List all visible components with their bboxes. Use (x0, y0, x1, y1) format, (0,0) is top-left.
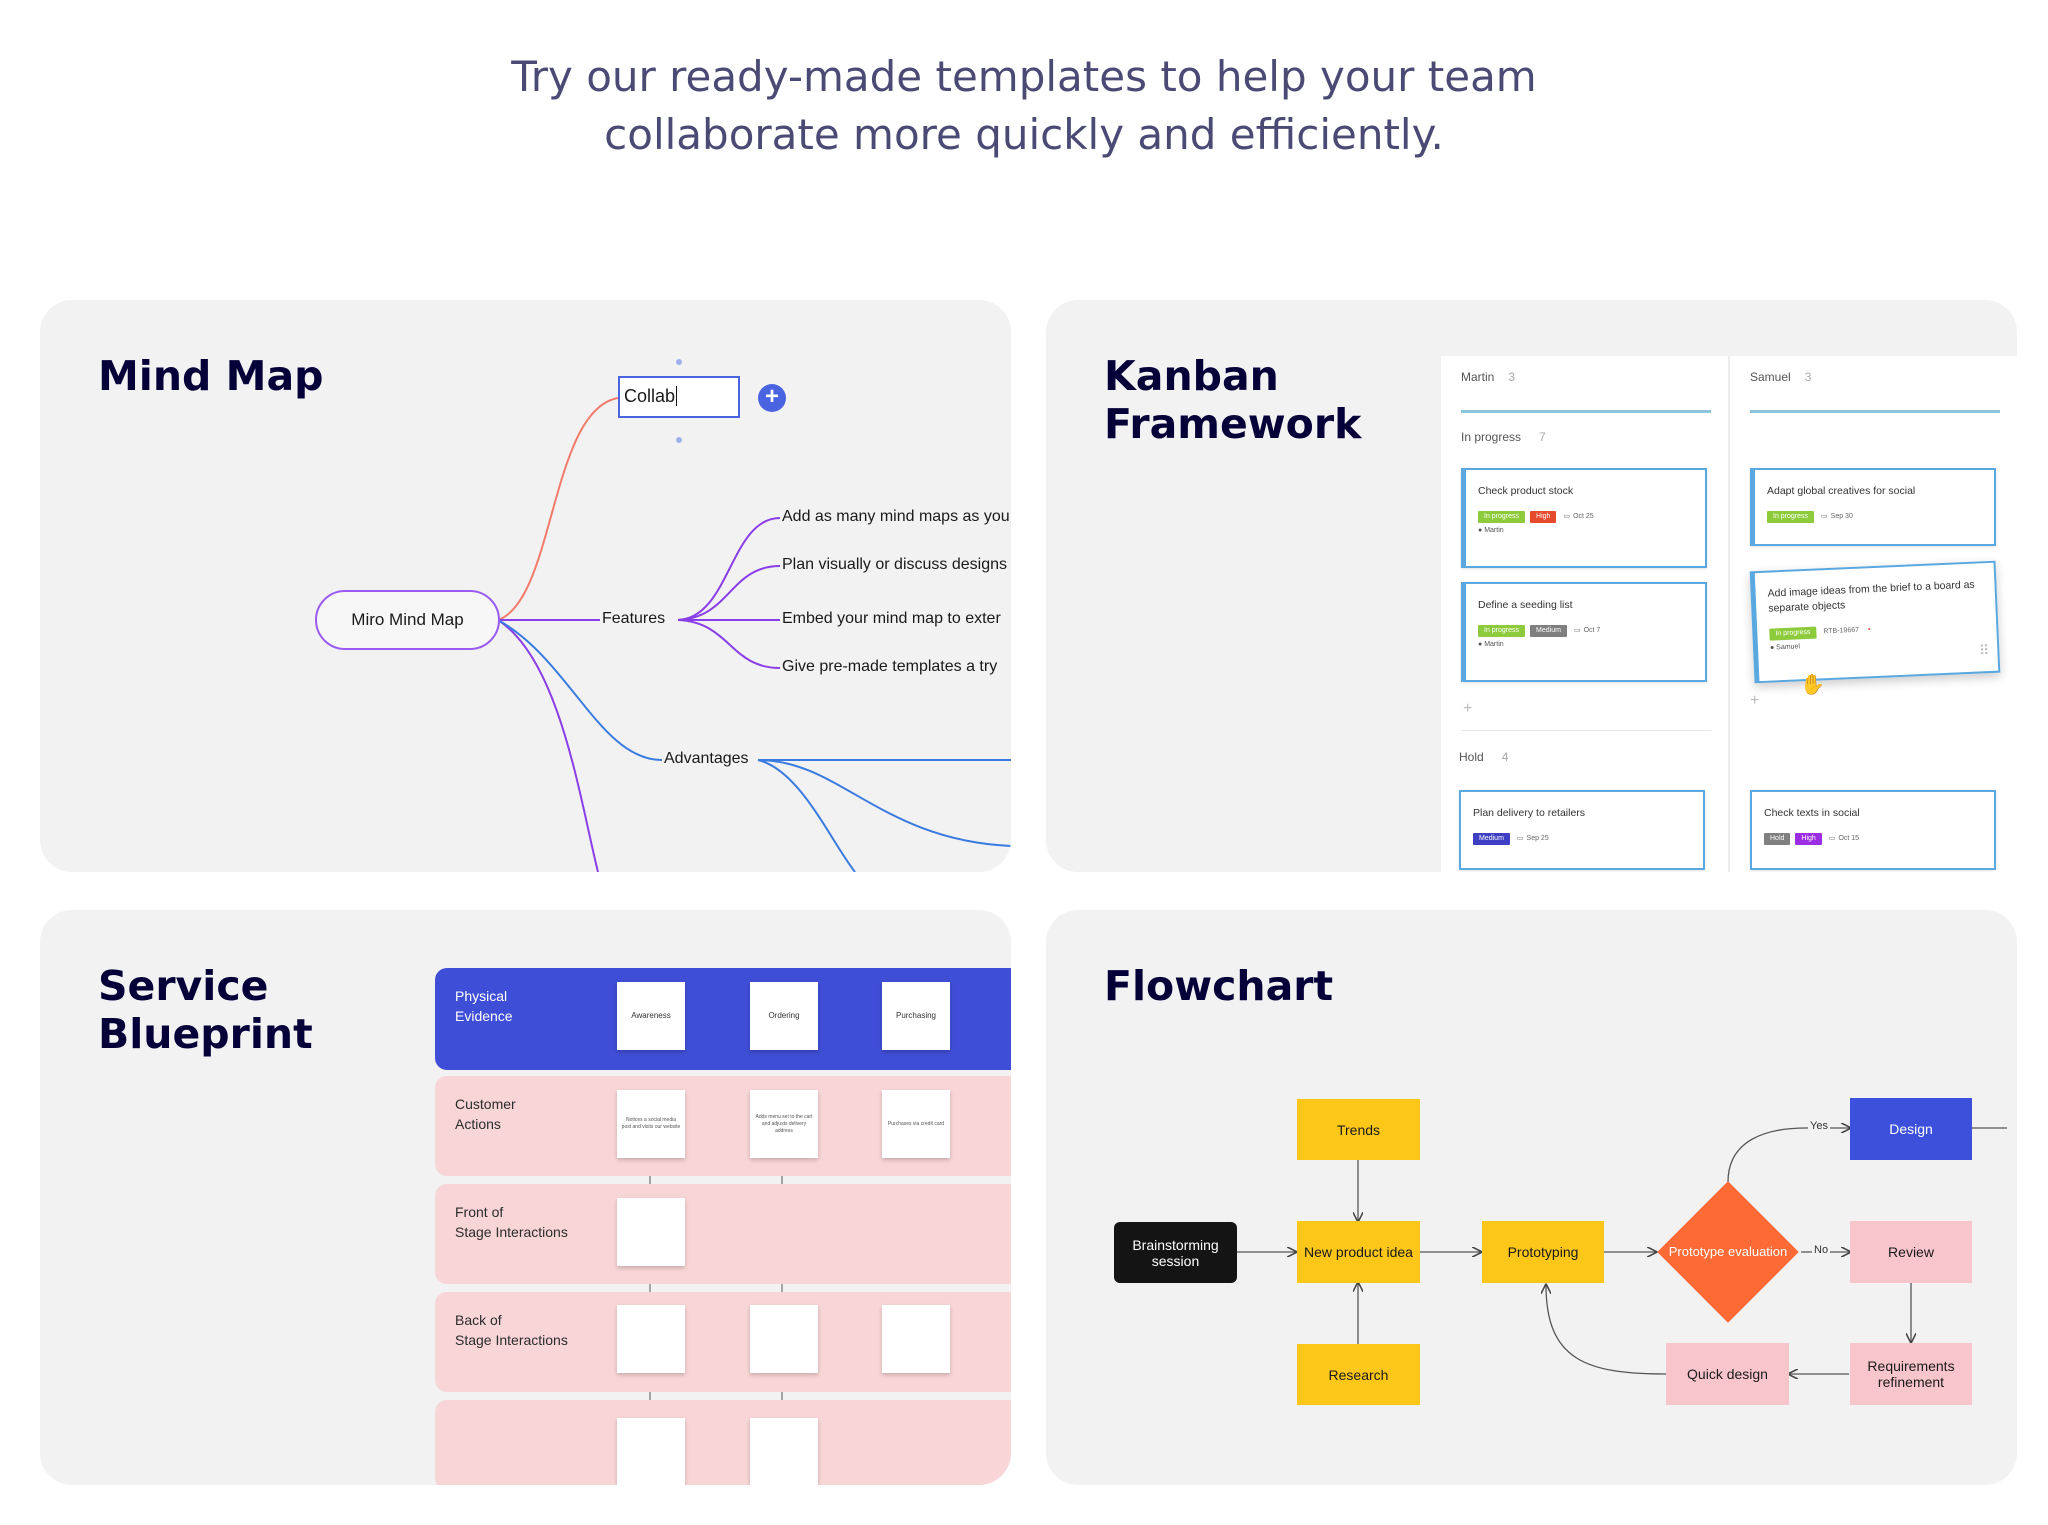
service-blueprint-title: Service Blueprint (98, 962, 313, 1058)
flow-node-review[interactable]: Review (1850, 1221, 1972, 1283)
mind-map-branches (497, 359, 1011, 872)
flowchart-arrows (1237, 910, 2007, 1485)
flowchart-title: Flowchart (1104, 962, 1334, 1010)
flow-node-design[interactable]: Design (1850, 1098, 1972, 1160)
kanban-task-card[interactable]: Define a seeding list In progress Medium… (1461, 582, 1707, 682)
kanban-task-card[interactable]: Check texts in social Hold High ▭Oct 15 (1750, 790, 1996, 870)
kanban-title: Kanban Framework (1104, 352, 1362, 448)
calendar-icon: ▭ (1573, 627, 1581, 634)
sticky-note[interactable] (617, 1305, 685, 1373)
kanban-task-card[interactable]: Plan delivery to retailers Medium ▭Sep 2… (1459, 790, 1705, 870)
flowchart-card[interactable]: Flowchart Trends Brainstorming session N… (1046, 910, 2017, 1485)
bookmark-icon: ▪ (1867, 626, 1871, 634)
grab-cursor-icon: ✋ (1800, 674, 1825, 696)
flow-node-quick-design[interactable]: Quick design (1666, 1343, 1789, 1405)
kanban-task-card-dragging[interactable]: Add image ideas from the brief to a boar… (1749, 560, 2001, 684)
flow-node-new-product-idea[interactable]: New product idea (1297, 1221, 1420, 1283)
edge-label-yes: Yes (1808, 1120, 1830, 1132)
flow-node-brainstorming[interactable]: Brainstorming session (1114, 1222, 1237, 1283)
sticky-note[interactable] (750, 1418, 818, 1485)
calendar-icon: ▭ (1821, 513, 1828, 520)
mind-map-advantages-node[interactable]: Advantages (664, 750, 749, 767)
headline-line-2: collaborate more quickly and efficiently… (604, 110, 1444, 159)
sticky-note[interactable]: Ordering (750, 982, 818, 1050)
headline: Try our ready-made templates to help you… (0, 48, 2048, 164)
flow-node-trends[interactable]: Trends (1297, 1099, 1420, 1160)
calendar-icon: ▭ (1828, 835, 1836, 842)
sticky-note[interactable]: Purchases via credit card (882, 1090, 950, 1158)
assignee: ● Martin (1478, 641, 1504, 648)
headline-line-1: Try our ready-made templates to help you… (511, 52, 1537, 101)
edge-label-no: No (1812, 1244, 1831, 1256)
kanban-task-card[interactable]: Adapt global creatives for social In pro… (1750, 468, 1996, 546)
sticky-note[interactable]: Awareness (617, 982, 685, 1050)
mind-map-card[interactable]: Mind Map Miro Mind Map Collab + Features… (40, 300, 1011, 872)
sticky-note[interactable]: Notices a social media post and visits o… (617, 1090, 685, 1158)
assignee: ● Martin (1478, 527, 1504, 534)
branch-to-input (497, 397, 619, 621)
branch-purple-down (497, 619, 599, 872)
mind-map-leaf[interactable]: Embed your mind map to exter (782, 610, 1001, 627)
mind-map-node-input[interactable]: Collab (618, 376, 740, 418)
mind-map-features-node[interactable]: Features (602, 610, 666, 627)
sticky-note[interactable]: Adds menu set to the cart and adjusts de… (750, 1090, 818, 1158)
flow-node-prototype-evaluation-label: Prototype evaluation (1668, 1244, 1788, 1259)
calendar-icon: ▭ (1516, 835, 1524, 842)
branch-to-advantages (497, 619, 663, 761)
mind-map-leaf[interactable]: Plan visually or discuss designs (782, 556, 1007, 573)
plus-icon[interactable]: + (758, 384, 786, 412)
flow-node-prototyping[interactable]: Prototyping (1482, 1221, 1604, 1283)
calendar-icon: ▭ (1563, 513, 1571, 520)
sticky-note[interactable] (617, 1198, 685, 1266)
sticky-note[interactable] (882, 1305, 950, 1373)
sticky-note[interactable] (617, 1418, 685, 1485)
blueprint-row-support (435, 1400, 1011, 1485)
add-card-button[interactable]: + (1750, 692, 1760, 709)
flow-node-research[interactable]: Research (1297, 1344, 1420, 1405)
sticky-note[interactable] (750, 1305, 818, 1373)
sticky-note[interactable]: Purchasing (882, 982, 950, 1050)
mind-map-title: Mind Map (98, 352, 324, 400)
kanban-task-card[interactable]: Check product stock In progress High ▭Oc… (1461, 468, 1707, 568)
mind-map-leaf[interactable]: Add as many mind maps as you (782, 508, 1010, 525)
mind-map-leaf[interactable]: Give pre-made templates a try (782, 658, 998, 675)
add-card-button[interactable]: + (1463, 700, 1473, 717)
drag-handle-icon[interactable]: ⠿ (1978, 642, 1990, 659)
mind-map-root-node[interactable]: Miro Mind Map (315, 590, 500, 650)
flow-node-requirements-refinement[interactable]: Requirements refinement (1850, 1343, 1972, 1405)
